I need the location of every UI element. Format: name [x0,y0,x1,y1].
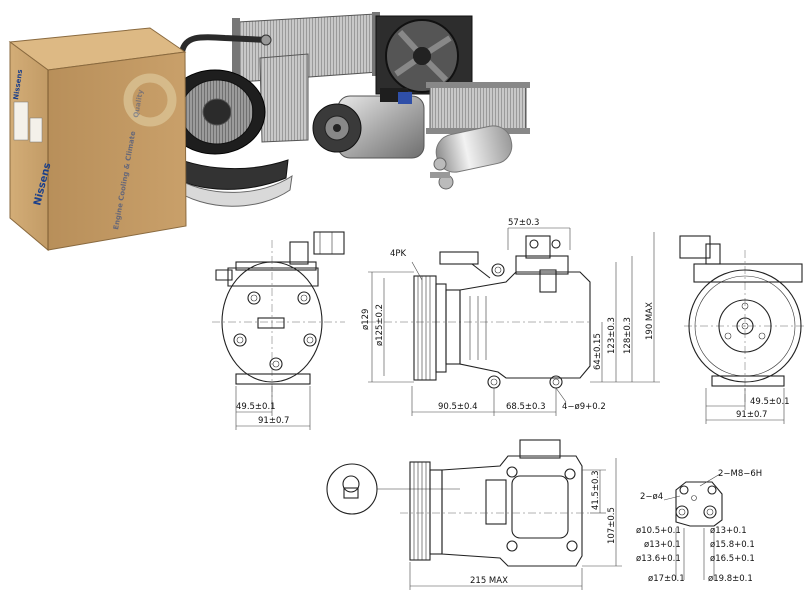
dim-label: 2−M8−6H [718,469,762,479]
parts-photo: Nissens Nissens Engine Cooling & Climate… [8,12,530,252]
dim-label: 2−ø4 [640,492,663,502]
dim-label: ø17±0.1 [648,574,685,584]
front-view-left: 49.5±0.1 91±0.7 [212,231,345,430]
dim-label: ø19.8±0.1 [708,574,753,584]
dim-label: ø125±0.2 [375,304,385,346]
dim-label: 41.5±0.3 [591,470,601,510]
cooling-fan-image [375,15,473,95]
dim-label: ø16.5+0.1 [710,554,755,564]
dim-label: 49.5±0.1 [750,397,790,407]
dim-label: ø10.5+0.1 [636,526,681,536]
side-view-center: 57±0.3 4PK ø129 ø125±0.2 64±0.15 123±0.3… [361,218,660,416]
port-detail-view: 2−M8−6H 2−ø4 ø10.5+0.1 ø13+0.1 ø13.6+0.1… [636,469,762,584]
front-view-right: 49.5±0.1 91±0.7 [679,235,805,424]
dim-label: 128±0.3 [623,317,633,354]
nissens-box-image: Nissens Nissens Engine Cooling & Climate… [8,27,187,252]
compressor-photo [312,88,425,159]
dim-label: ø129 [361,309,371,330]
dim-label: 4PK [390,249,407,259]
bottom-view: 41.5±0.3 107±0.5 215 MAX [326,439,622,590]
dim-label: 90.5±0.4 [438,402,478,412]
dim-label: ø13.6+0.1 [636,554,681,564]
dim-label: 49.5±0.1 [236,402,276,412]
dim-label: 64±0.15 [593,333,603,370]
dim-label: 68.5±0.3 [506,402,546,412]
condenser-image [259,53,309,143]
blower-motor-image [159,69,293,207]
dim-label: 215 MAX [470,576,508,586]
dim-label: ø13+0.1 [710,526,747,536]
dim-label: 190 MAX [645,302,655,340]
dim-label: ø13+0.1 [644,540,681,550]
dim-label: 91±0.7 [736,410,767,420]
dim-label: 57±0.3 [508,218,539,228]
dim-label: ø15.8+0.1 [710,540,755,550]
dim-label: 4−ø9+0.2 [562,402,606,412]
dim-label: 91±0.7 [258,416,289,426]
dim-label: 107±0.5 [607,507,617,544]
dim-label: 123±0.3 [607,317,617,354]
heater-core-image [426,82,530,134]
receiver-drier-image [430,125,513,190]
